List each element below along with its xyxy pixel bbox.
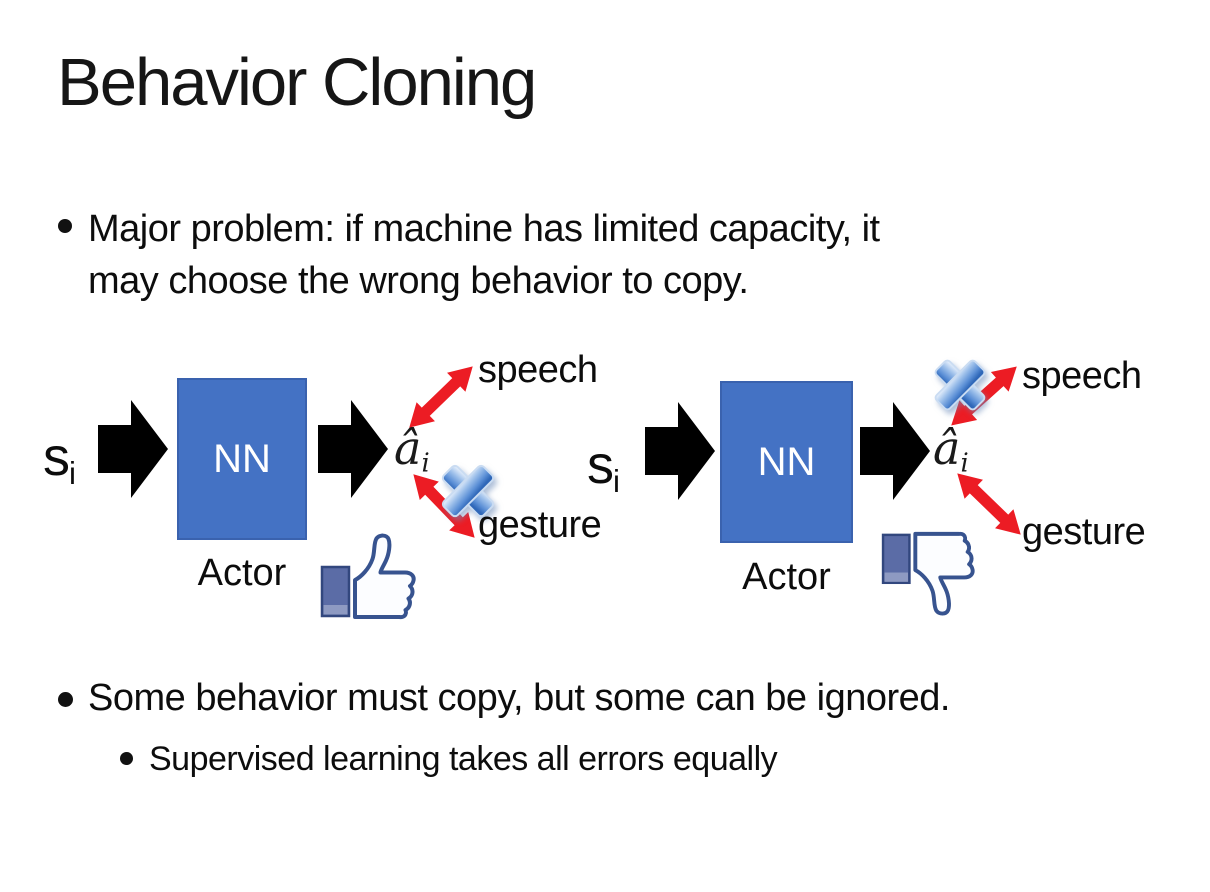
speech-label: speech xyxy=(1022,355,1142,397)
bullet-supervised-learning: Supervised learning takes all errors equ… xyxy=(149,740,778,778)
bullet-marker xyxy=(58,219,72,233)
nn-label: NN xyxy=(757,439,816,484)
bullet-major-line2: may choose the wrong behavior to copy. xyxy=(88,260,749,302)
state-symbol: s xyxy=(587,435,614,495)
state-subscript: i xyxy=(69,455,76,491)
speech-label: speech xyxy=(478,349,598,391)
gesture-label: gesture xyxy=(1022,511,1146,553)
state-input-label: si xyxy=(43,426,76,492)
bullet-some-behavior: Some behavior must copy, but some can be… xyxy=(88,677,950,719)
state-subscript: i xyxy=(613,463,620,499)
state-input-label: si xyxy=(587,434,620,500)
action-subscript: i xyxy=(421,448,430,479)
flow-arrow-icon xyxy=(318,400,388,498)
thumbs-down-icon xyxy=(881,531,975,616)
action-symbol: â xyxy=(394,421,422,475)
cross-out-icon xyxy=(934,359,986,411)
nn-label: NN xyxy=(213,436,271,481)
state-symbol: s xyxy=(43,427,70,487)
gesture-label: gesture xyxy=(478,504,602,546)
action-output-label: âi xyxy=(394,421,430,479)
flow-arrow-icon xyxy=(860,402,930,500)
page-title: Behavior Cloning xyxy=(57,45,537,120)
action-subscript: i xyxy=(960,448,969,479)
bullet-major-problem: Major problem: if machine has limited ca… xyxy=(88,203,880,307)
speech-link-arrow-icon xyxy=(409,366,473,428)
actor-label: Actor xyxy=(197,552,287,594)
flow-arrow-icon xyxy=(98,400,168,498)
gesture-link-arrow-icon xyxy=(957,473,1021,535)
flow-arrow-icon xyxy=(645,402,715,500)
actor-label: Actor xyxy=(742,556,831,598)
bullet-major-line1: Major problem: if machine has limited ca… xyxy=(88,208,880,250)
nn-box: NN xyxy=(177,378,307,540)
action-output-label: âi xyxy=(933,421,969,479)
cross-out-icon xyxy=(441,464,495,518)
nn-box: NN xyxy=(720,381,853,543)
bullet-marker xyxy=(58,692,73,707)
action-symbol: â xyxy=(933,421,961,475)
thumbs-up-icon xyxy=(320,533,416,620)
bullet-marker xyxy=(120,752,133,765)
